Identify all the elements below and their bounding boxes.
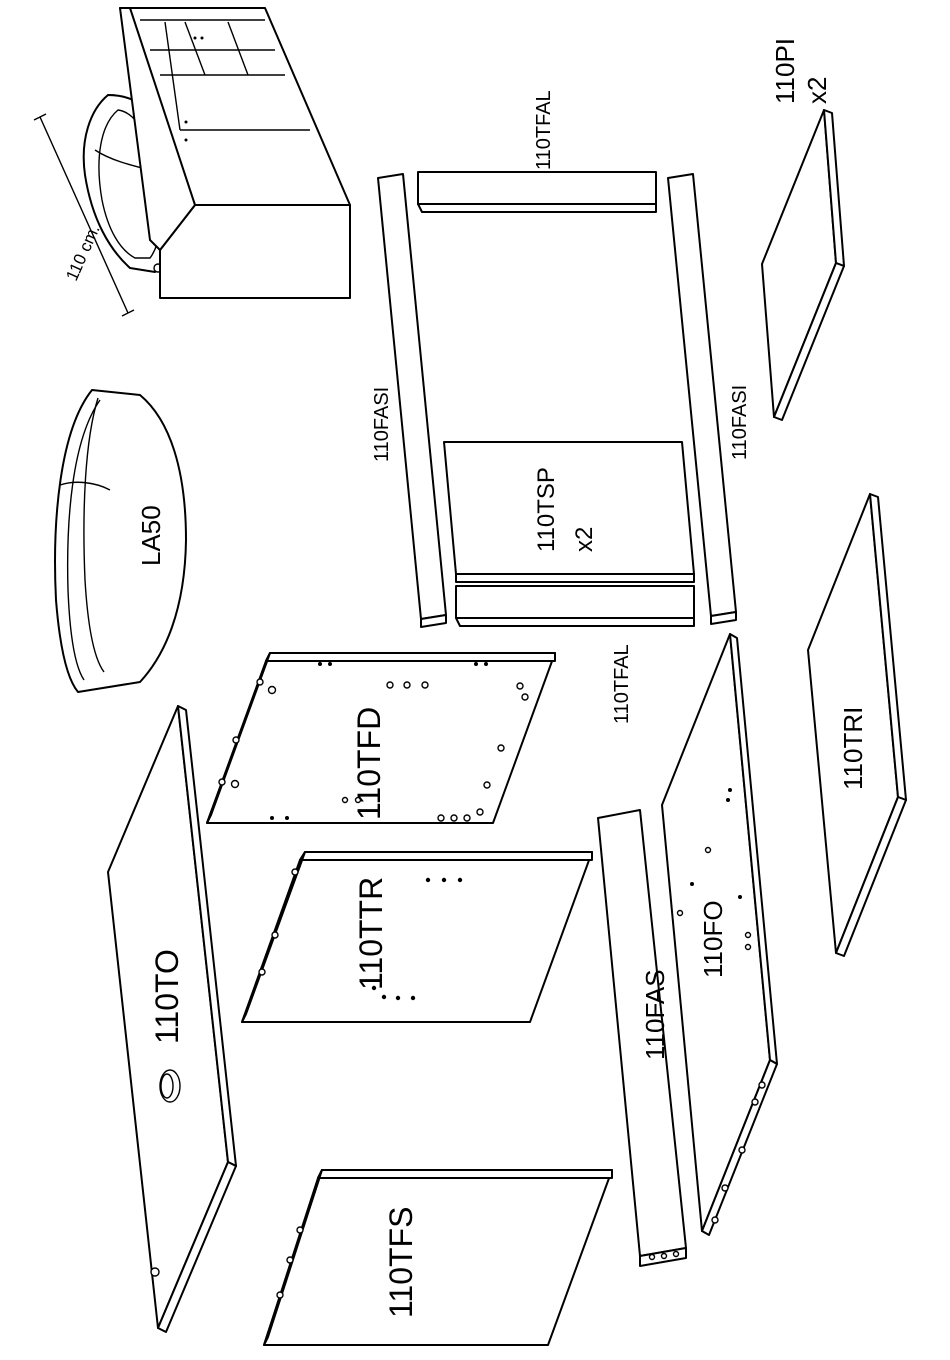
pi-quantity: x2 <box>802 77 832 104</box>
part-110tri: 110TRI <box>808 494 906 956</box>
tfal-bottom-label: 110TFAL <box>611 644 633 724</box>
fo-label: 110FO <box>698 900 728 978</box>
fas-label: 110FAS <box>640 969 670 1060</box>
part-110tfs: 110TFS <box>264 1170 612 1345</box>
part-110ttr: 110TTR <box>242 852 592 1022</box>
tri-label: 110TRI <box>838 707 868 790</box>
tsp-label: 110TSP <box>533 467 560 552</box>
la50-label: LA50 <box>136 505 166 566</box>
tsp-quantity: x2 <box>571 527 598 552</box>
tfs-label: 110TFS <box>383 1207 419 1318</box>
part-110tfal-top: 110TFAL <box>418 90 656 212</box>
ttr-label: 110TTR <box>353 877 389 990</box>
fasi-right-label: 110FASI <box>729 385 751 460</box>
tfal-top-label: 110TFAL <box>533 90 555 170</box>
assembled-cabinet <box>84 8 350 298</box>
part-la50: LA50 <box>55 390 186 692</box>
fasi-left-label: 110FASI <box>371 387 393 462</box>
part-110pi: 110PI x2 <box>762 38 844 420</box>
dimension-label: 110 cm. <box>62 222 103 284</box>
to-label: 110TO <box>149 949 185 1044</box>
part-110fasi-left: 110FASI <box>371 174 446 627</box>
part-110tsp: 110TSP x2 <box>444 442 694 582</box>
tfd-label: 110TFD <box>351 707 387 820</box>
part-110tfd: 110TFD <box>207 653 555 823</box>
pi-label: 110PI <box>770 38 800 104</box>
part-110fo: 110FO <box>662 634 777 1235</box>
